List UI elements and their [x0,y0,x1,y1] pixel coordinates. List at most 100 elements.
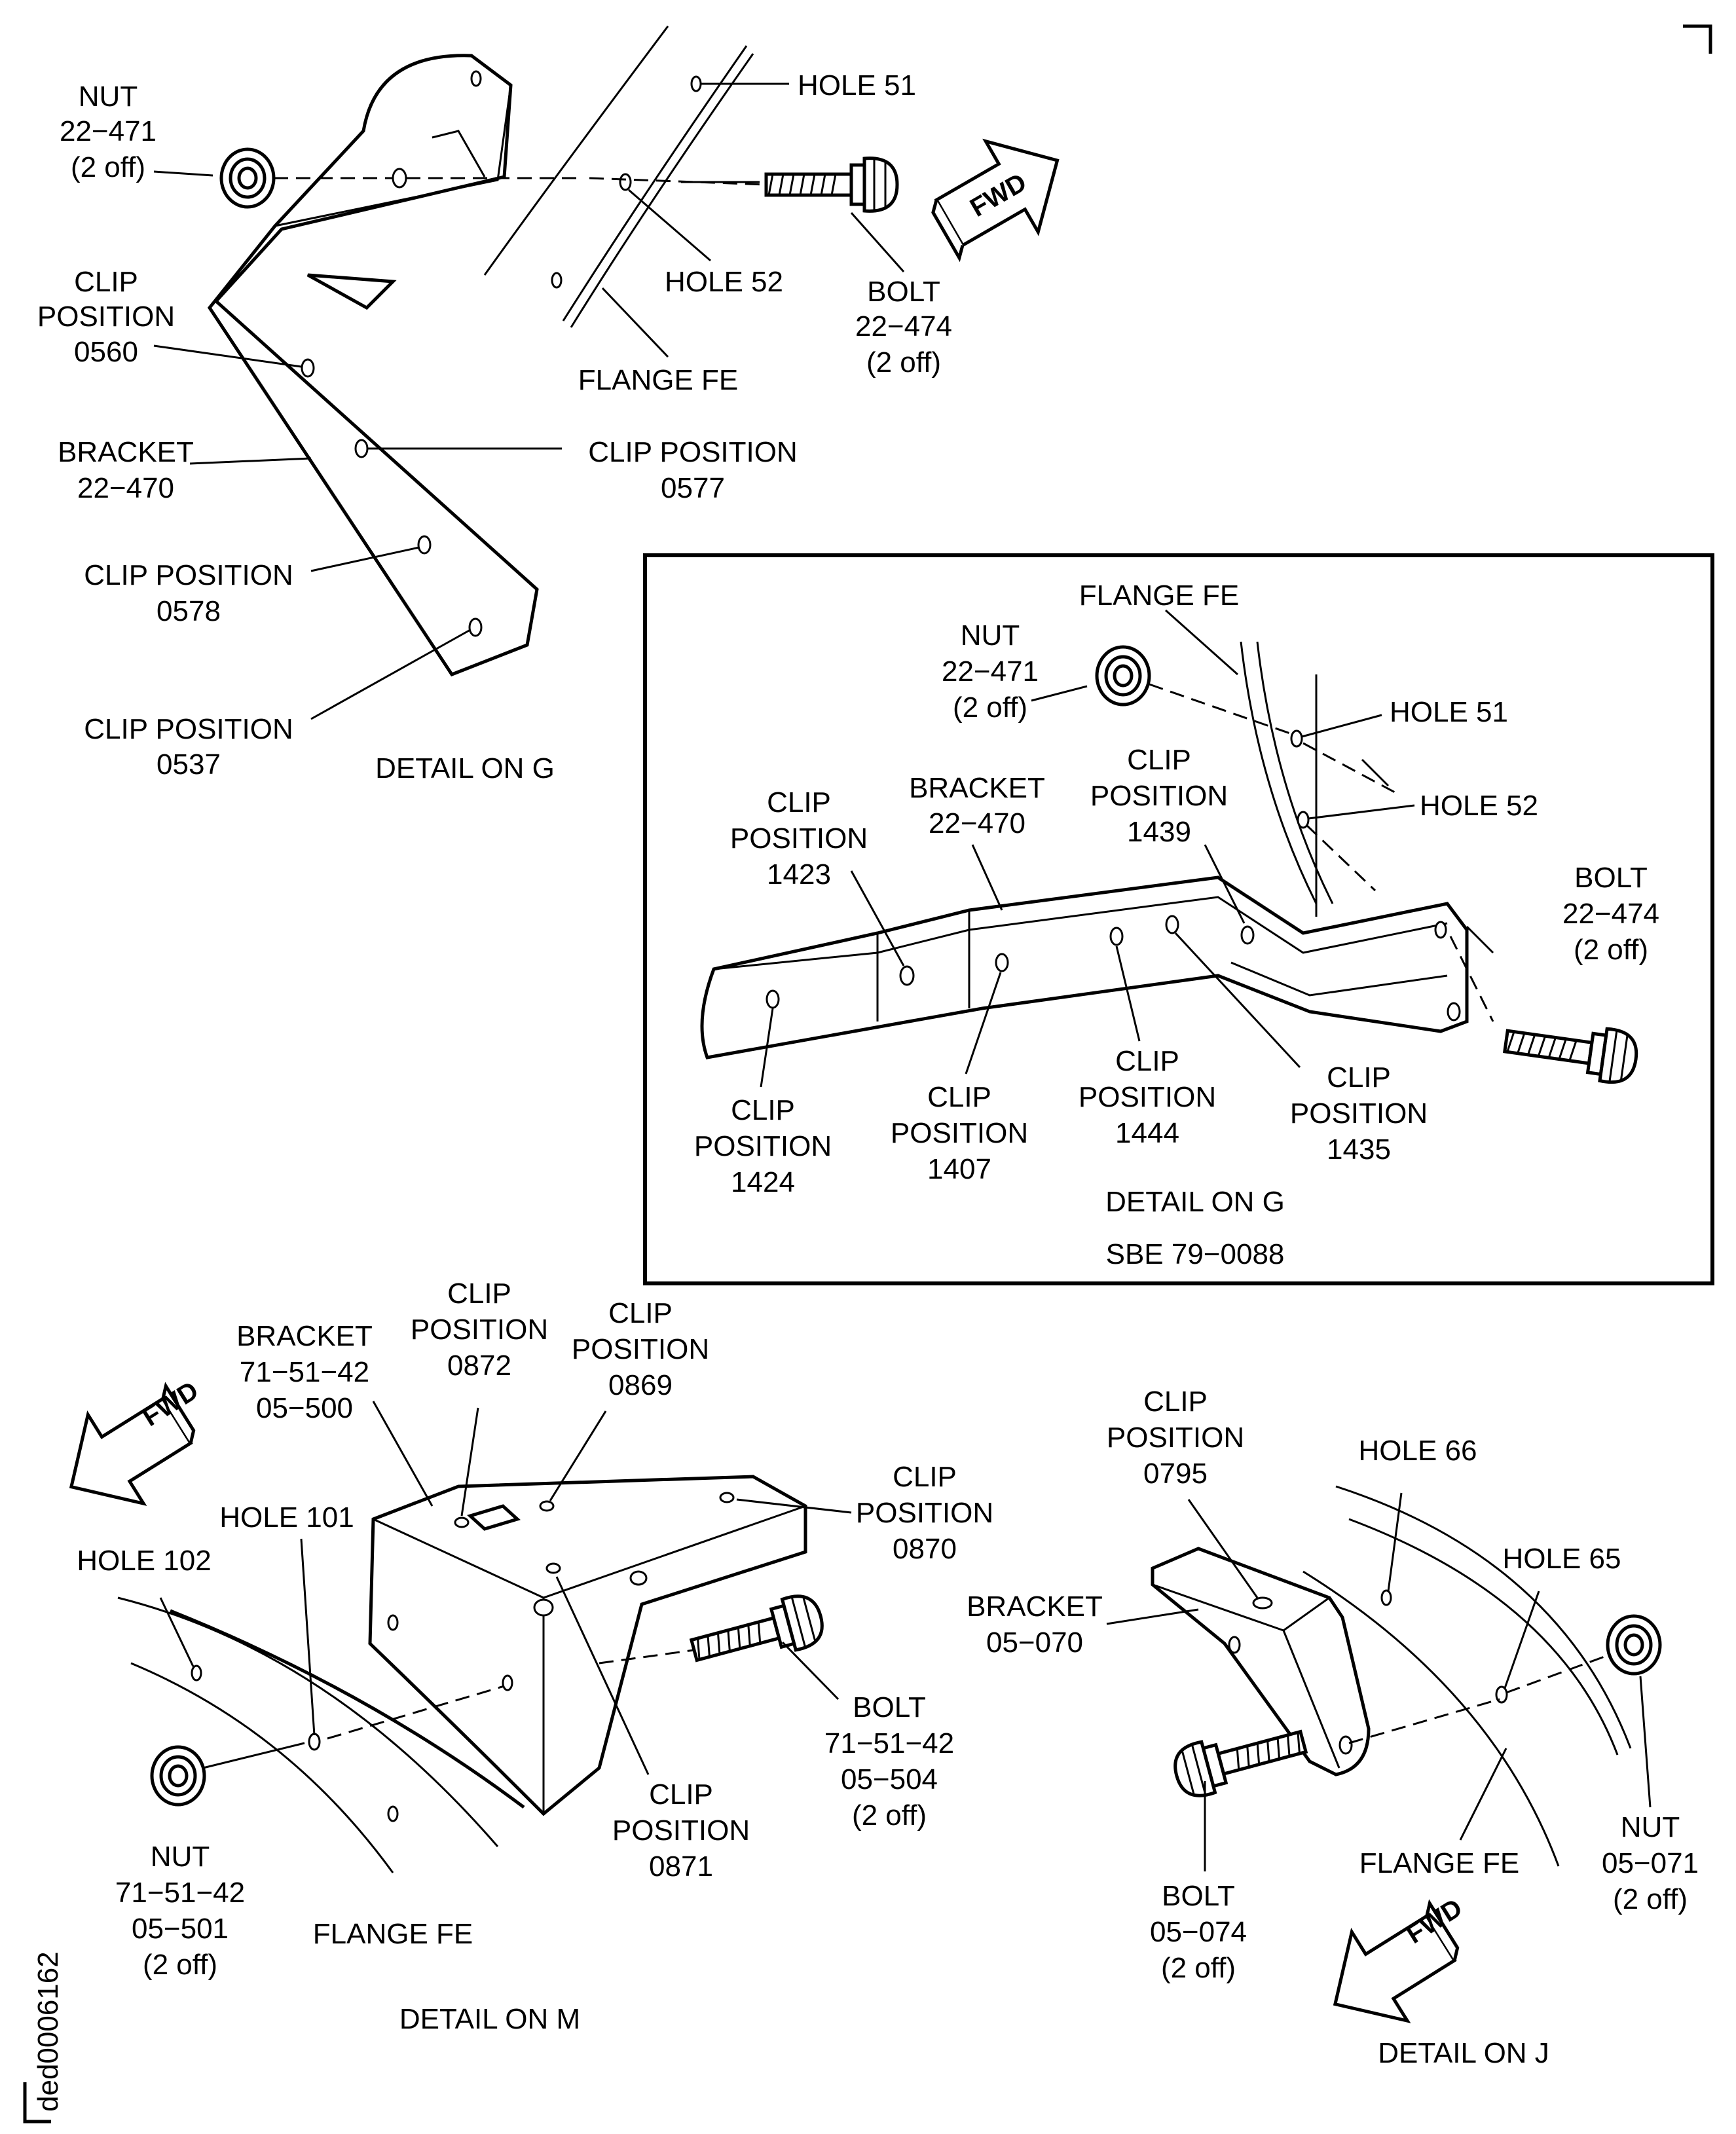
hole-102 [191,1665,202,1682]
box-label-hole51: HOLE 51 [1390,696,1508,728]
bracket-hole-top [470,70,482,87]
m-bolt-centerline [599,1649,695,1665]
label-nut-name: NUT [79,81,138,113]
detail-g-top: FWD NUT 22−471 (2 off) HOLE 51 HOLE 52 B… [37,26,1084,784]
j-bracket-bend [1282,1630,1340,1769]
clip-hole-1435 [1165,915,1179,934]
box-label-1423-a: CLIP [767,786,831,819]
clip-hole-0577 [354,439,369,458]
box-caption-sbe: SBE 79−0088 [1106,1238,1285,1270]
leader-flange [601,287,669,358]
m-label-nut-qty: (2 off) [143,1949,217,1981]
hole-101 [308,1733,321,1751]
box-label-1435-c: 1435 [1327,1133,1391,1166]
label-bolt-pn: 22−474 [855,310,952,342]
bracket-22-470-box [700,875,1469,1059]
clip-hole-0871 [545,1562,561,1574]
j-label-bracket-name: BRACKET [967,1591,1103,1623]
bracket-lower-flange [1230,961,1448,997]
leader-1423 [850,870,905,966]
m-label-0870-b: POSITION [856,1497,993,1529]
label-nut-pn: 22−471 [60,115,157,147]
leader-hole102 [159,1597,194,1667]
m-label-0872-c: 0872 [447,1350,511,1382]
leader-0872 [460,1407,479,1517]
box-caption-detail-g: DETAIL ON G [1105,1186,1285,1218]
leader-0537 [310,629,471,720]
clip-hole-1424 [766,989,780,1009]
box-label-bolt-pn: 22−474 [1562,898,1659,930]
m-label-0872-a: CLIP [447,1278,511,1310]
box-flange-outer [1240,641,1318,904]
m-label-bolt-name: BOLT [853,1691,926,1723]
figure-id-label: ded0006162 [32,1951,64,2112]
m-label-bracket-pn2: 05−500 [256,1392,353,1424]
box-label-hole52: HOLE 52 [1420,790,1538,822]
j-label-bolt-pn: 05−074 [1150,1916,1247,1948]
j-flange-outer [1335,1485,1632,1749]
j-label-0795-c: 0795 [1143,1458,1208,1490]
leader-1444 [1115,946,1141,1042]
label-0578-b: 0578 [157,595,221,627]
leader-0795 [1187,1499,1259,1598]
box-label-1444-b: POSITION [1079,1081,1216,1113]
clip-hole-0870 [719,1492,735,1503]
m-side-hole-2 [502,1674,513,1691]
j-label-hole66: HOLE 66 [1359,1435,1477,1467]
bracket-edge [274,84,512,227]
flange-hole [551,272,563,289]
box-label-bracket-name: BRACKET [909,772,1045,804]
label-hole51: HOLE 51 [798,69,916,101]
bracket-hole-attach [392,168,407,189]
j-fwd-arrow-icon: FWD [1307,1876,1496,2048]
leader-1424 [760,1008,774,1088]
label-flange: FLANGE FE [578,364,739,396]
leader-m-nut [202,1742,305,1769]
j-label-0795-b: POSITION [1107,1422,1244,1454]
label-0560-b: POSITION [37,301,175,333]
leader-1435 [1174,932,1301,1069]
j-label-bolt-qty: (2 off) [1161,1952,1236,1984]
box-centerline-nut [1149,683,1291,735]
box-label-1423-b: POSITION [730,822,868,855]
m-bracket-slot [467,1504,521,1531]
label-bracket-name: BRACKET [58,436,194,468]
m-flange-inner [130,1662,394,1873]
label-bracket-pn: 22−470 [77,472,174,504]
m-label-0872-b: POSITION [411,1314,548,1346]
j-label-nut-name: NUT [1621,1811,1680,1843]
m-label-bracket-pn1: 71−51−42 [240,1356,369,1388]
label-nut-qty: (2 off) [71,151,145,183]
m-fwd-arrow-icon: FWD [43,1359,232,1531]
hole-51 [690,75,702,92]
m-label-0869-a: CLIP [608,1297,673,1329]
box-label-1435-b: POSITION [1290,1097,1428,1130]
j-bolt-hole [1339,1735,1353,1755]
flange-arc-outer [483,26,669,276]
leader-hole66 [1387,1492,1403,1592]
m-label-0871-b: POSITION [612,1814,750,1847]
m-side-hole-1 [387,1614,399,1631]
box-label-bolt-name: BOLT [1574,862,1648,894]
j-label-nut-qty: (2 off) [1613,1883,1688,1915]
box-centerlines [1302,742,1494,1022]
j-label-hole65: HOLE 65 [1503,1543,1621,1575]
nut-22-471-icon [221,149,274,207]
clip-hole-0560 [301,358,315,378]
box-label-1435-a: CLIP [1327,1061,1391,1094]
m-label-hole101: HOLE 101 [219,1501,354,1534]
m-label-hole102: HOLE 102 [77,1545,211,1577]
hole-52-box [1297,811,1310,829]
m-label-bolt-pn1: 71−51−42 [824,1727,954,1759]
hole-51-box [1290,729,1303,748]
leader-0870 [736,1498,852,1514]
bracket-gusset [306,273,397,310]
clip-hole-0872 [454,1517,470,1528]
leader-box-flange [1165,609,1238,676]
leader-hole52 [628,189,711,262]
caption-detail-j: DETAIL ON J [1378,2037,1549,2069]
detail-g-box: FLANGE FE NUT 22−471 (2 off) HOLE 51 HOL… [643,553,1714,1285]
bracket-22-470-top [207,54,539,677]
clip-hole-1439 [1240,925,1255,945]
